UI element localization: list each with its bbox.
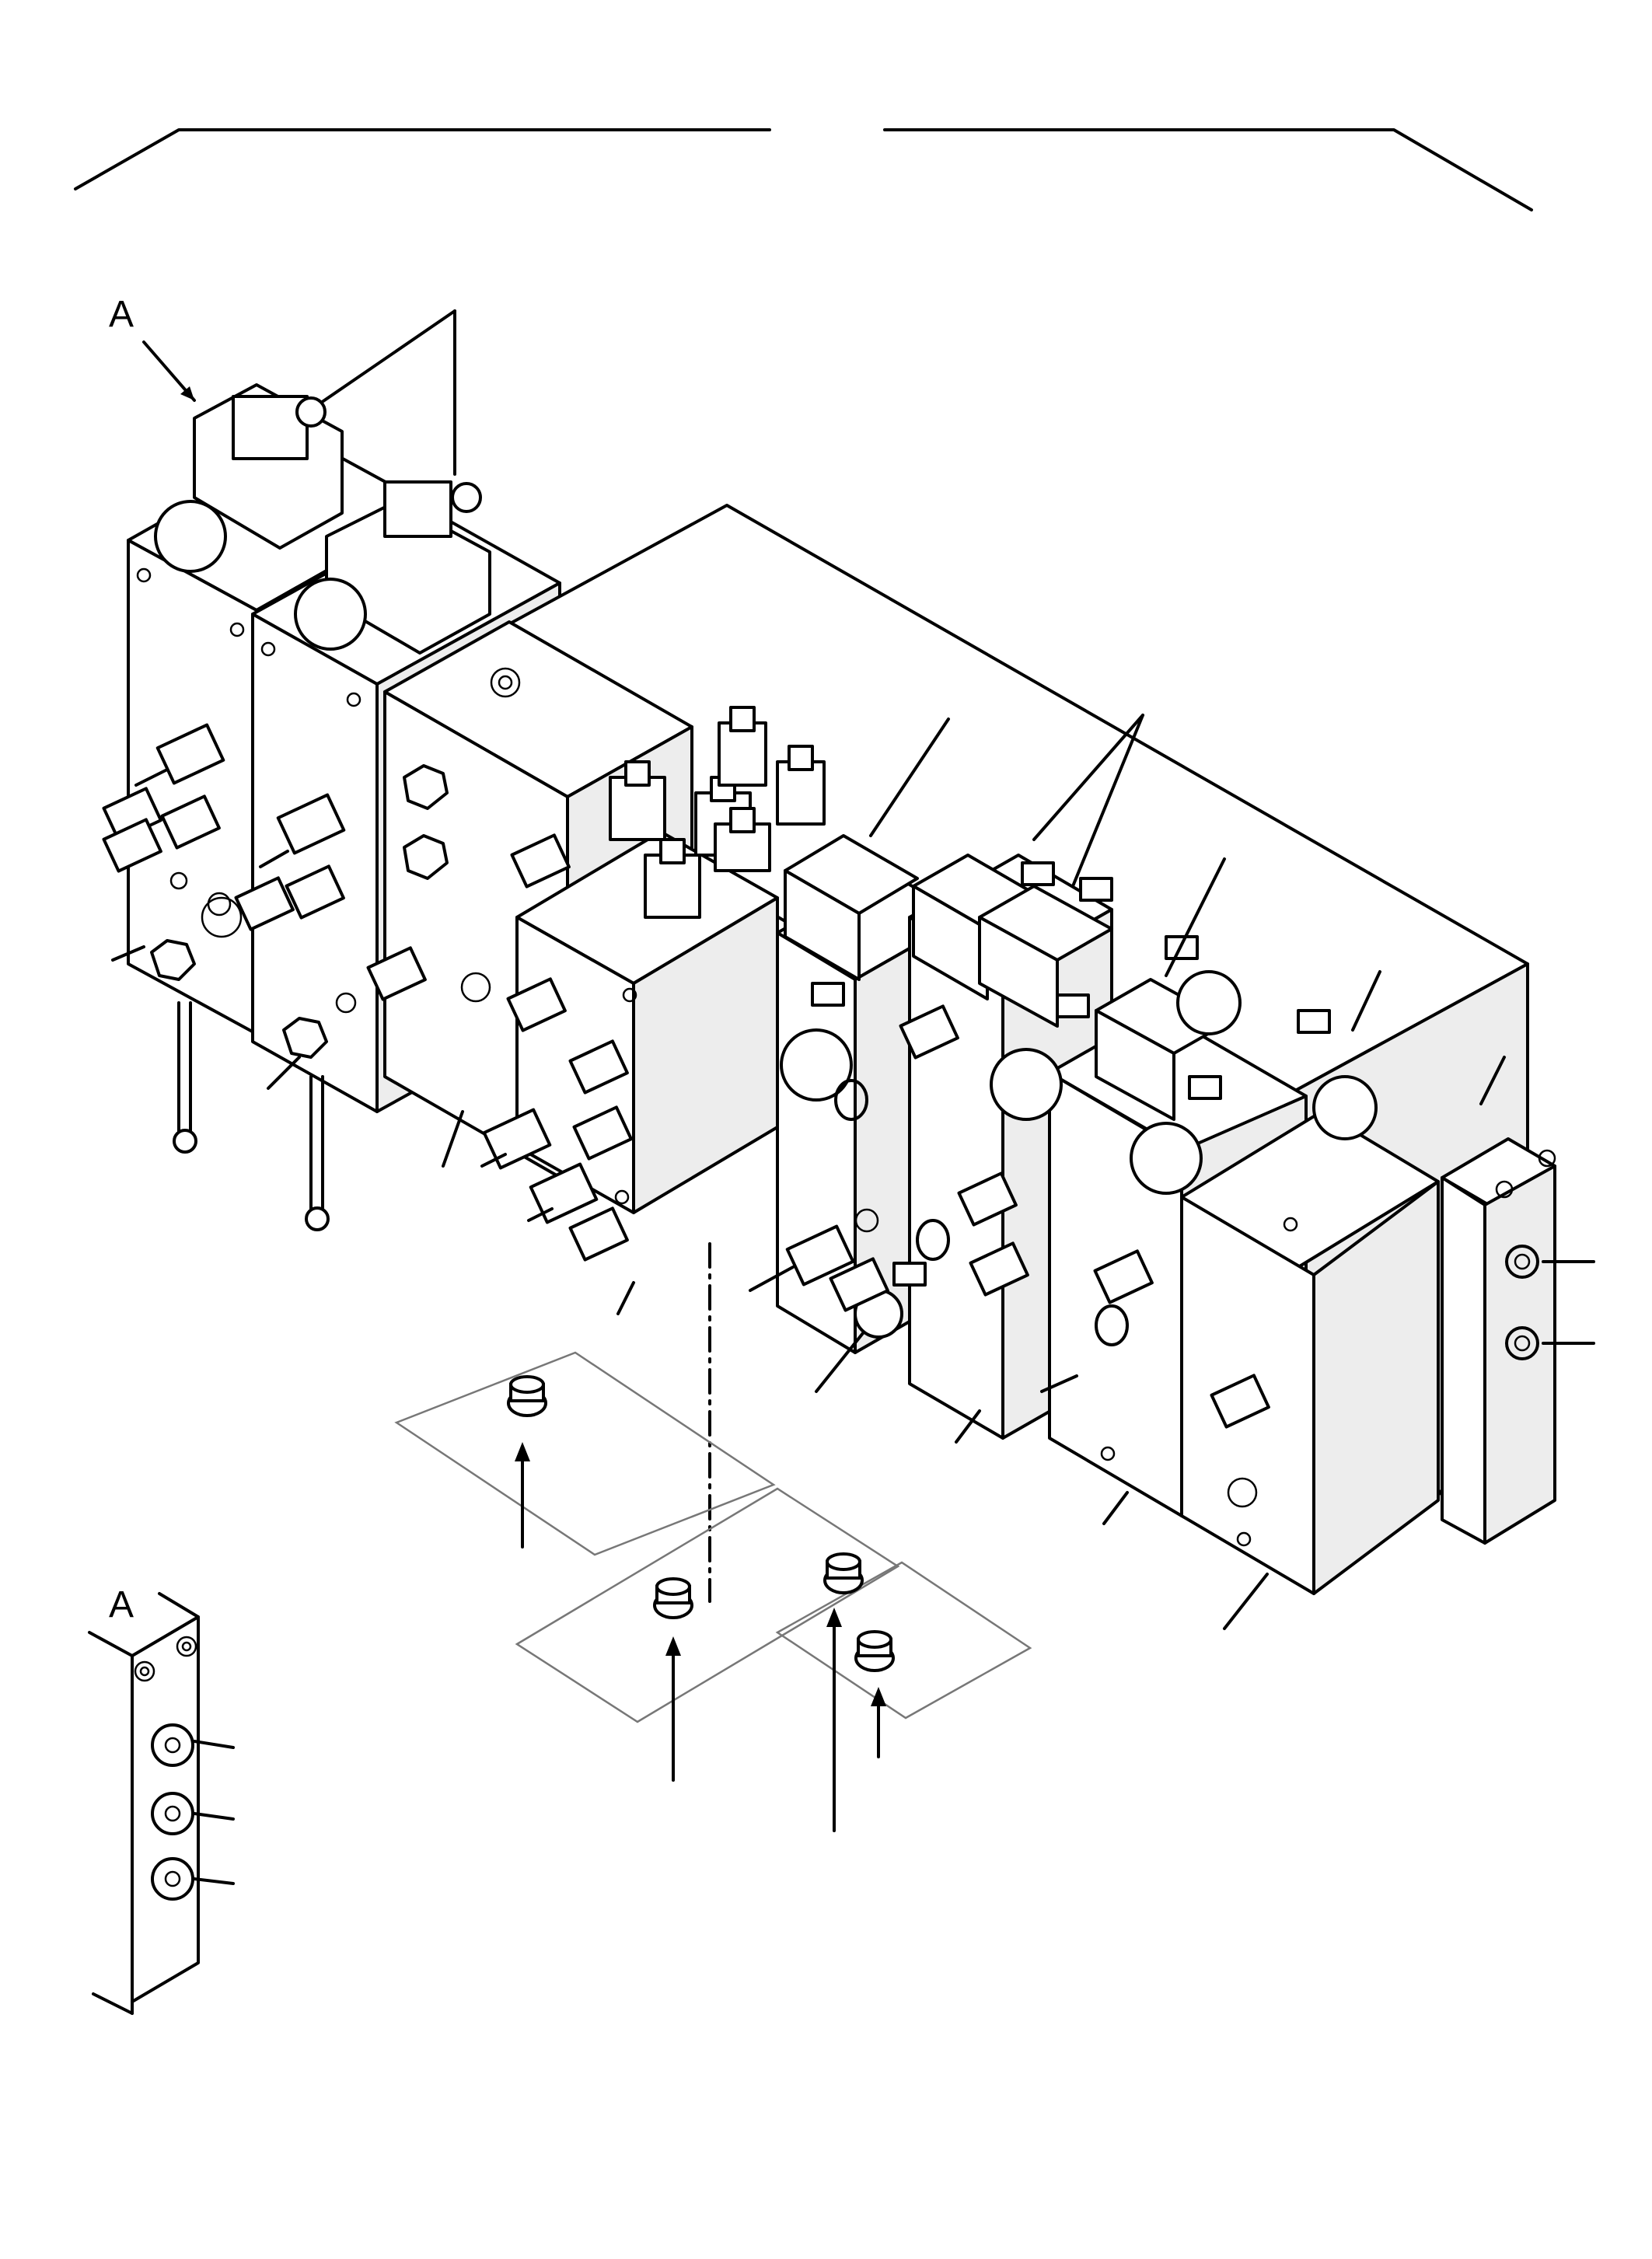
detail-label-a: A	[109, 1584, 134, 1625]
handle-rods	[173, 1001, 330, 1231]
leader-lines-top	[317, 309, 456, 476]
header-bracket	[74, 128, 1533, 211]
connectors	[811, 861, 1331, 1287]
end-plate	[1441, 1137, 1556, 1545]
view-label-a: A	[109, 294, 134, 335]
solenoid-valve-2	[294, 480, 491, 655]
solenoid-valve-1	[154, 383, 344, 573]
cartridge-valves	[609, 706, 826, 919]
mounting-plates	[394, 1351, 1032, 1723]
coils	[780, 970, 1378, 1339]
plug-arrows	[515, 1442, 886, 1832]
test-couplings	[102, 787, 1270, 1429]
detail-view-a: A	[88, 1584, 235, 2015]
check-valves	[134, 723, 1078, 1393]
solenoid-cubes	[784, 834, 1230, 1121]
valve-assembly	[102, 383, 1556, 1595]
plate-plugs	[507, 1375, 895, 1672]
plugs-and-orings	[150, 764, 1129, 1346]
leader-lines-assembly	[111, 714, 1595, 1630]
valve-section-8	[1180, 1110, 1440, 1595]
